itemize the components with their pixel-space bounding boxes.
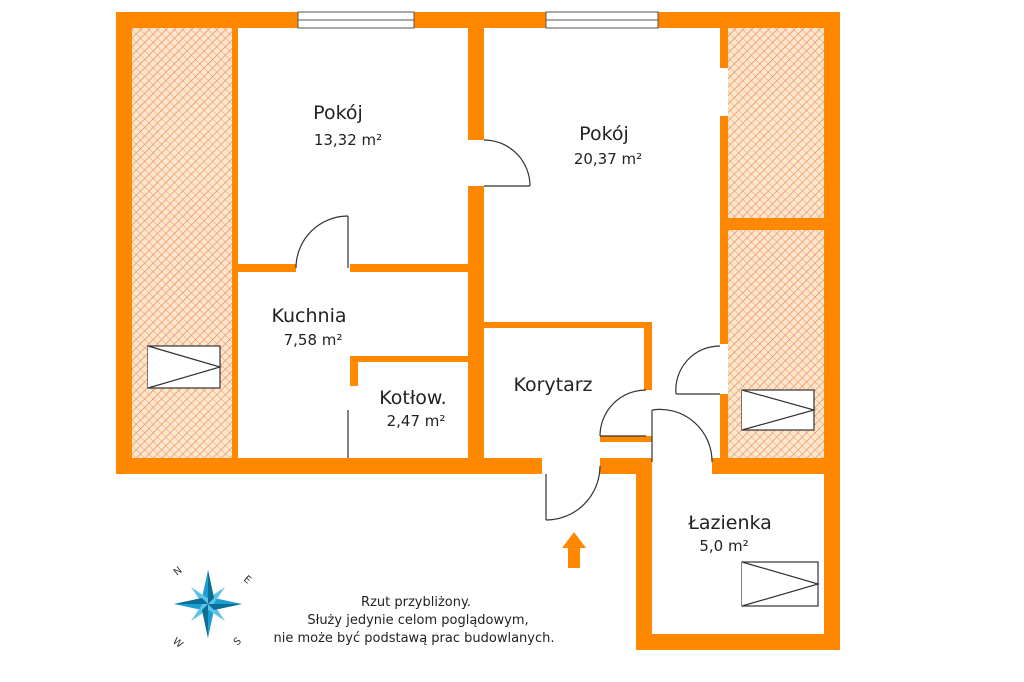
wall-boiler-left <box>350 356 358 386</box>
room-name-korytarz: Korytarz <box>513 374 592 396</box>
wall-center-mid <box>468 186 484 458</box>
compass-rose-icon <box>174 570 242 638</box>
room-area-pokoj-left: 13,32 m² <box>314 131 382 149</box>
wall-bath-left <box>636 458 652 650</box>
wall-left-balcony <box>232 28 238 458</box>
balcony-right-top <box>728 28 824 218</box>
room-area-lazienka: 5,0 m² <box>699 537 748 555</box>
skylight-left <box>147 345 223 389</box>
wall-right-balcony-a <box>720 28 728 68</box>
compass-label-s: S <box>232 636 244 649</box>
wall-corridor-top <box>484 322 650 328</box>
wall-corridor-right <box>644 322 652 390</box>
entrance-arrow-icon <box>562 532 586 568</box>
room-area-kotlownia: 2,47 m² <box>387 412 446 430</box>
wall-top <box>116 12 840 28</box>
room-name-kotlownia: Kotłow. <box>379 387 446 409</box>
door-kitchen <box>295 215 349 269</box>
wall-balcony-divider <box>728 218 824 230</box>
wall-kitchen-top-a <box>232 264 296 272</box>
wall-boiler-top <box>350 356 468 362</box>
room-name-pokoj-right: Pokój <box>579 123 629 145</box>
door-balcony <box>675 345 721 395</box>
wall-right <box>824 12 840 474</box>
room-labels: Pokój 13,32 m² Pokój 20,37 m² Kuchnia 7,… <box>271 102 771 555</box>
wall-left <box>116 12 132 474</box>
disclaimer-line-1: Rzut przybliżony. <box>361 595 471 610</box>
skylights <box>147 345 821 607</box>
room-name-pokoj-left: Pokój <box>313 102 363 124</box>
wall-bottom-mid <box>600 458 640 474</box>
wall-bottom-left <box>116 458 542 474</box>
door-entrance <box>545 465 601 521</box>
walls <box>116 12 840 650</box>
wall-bath-right <box>824 458 840 650</box>
room-area-kuchnia: 7,58 m² <box>284 331 343 349</box>
room-name-kuchnia: Kuchnia <box>271 305 346 327</box>
skylight-right <box>741 389 817 431</box>
door-corridor <box>599 389 647 437</box>
window-left <box>297 11 415 29</box>
door-bathroom <box>651 408 713 463</box>
compass-label-w: W <box>170 636 185 651</box>
door-pokoj-pokoj <box>483 139 531 187</box>
disclaimer: Rzut przybliżony. Służy jedynie celom po… <box>273 595 554 646</box>
balcony-left <box>132 28 234 458</box>
doors <box>295 139 721 521</box>
wall-bottom-right <box>712 458 840 474</box>
wall-right-balcony-b <box>720 116 728 344</box>
wall-corridor-bottom <box>600 436 652 442</box>
skylight-bathroom <box>741 561 821 607</box>
wall-bath-bottom <box>636 634 840 650</box>
wall-right-balcony-c <box>720 394 728 464</box>
room-area-pokoj-right: 20,37 m² <box>574 150 642 168</box>
window-right <box>545 11 659 29</box>
disclaimer-line-3: nie może być podstawą prac budowlanych. <box>273 631 554 646</box>
compass-label-n: N <box>172 565 185 578</box>
wall-kitchen-top-b <box>350 264 470 272</box>
compass-label-e: E <box>241 574 253 586</box>
wall-center-top <box>468 28 484 140</box>
room-name-lazienka: Łazienka <box>687 512 772 534</box>
disclaimer-line-2: Służy jedynie celom poglądowym, <box>307 613 528 628</box>
